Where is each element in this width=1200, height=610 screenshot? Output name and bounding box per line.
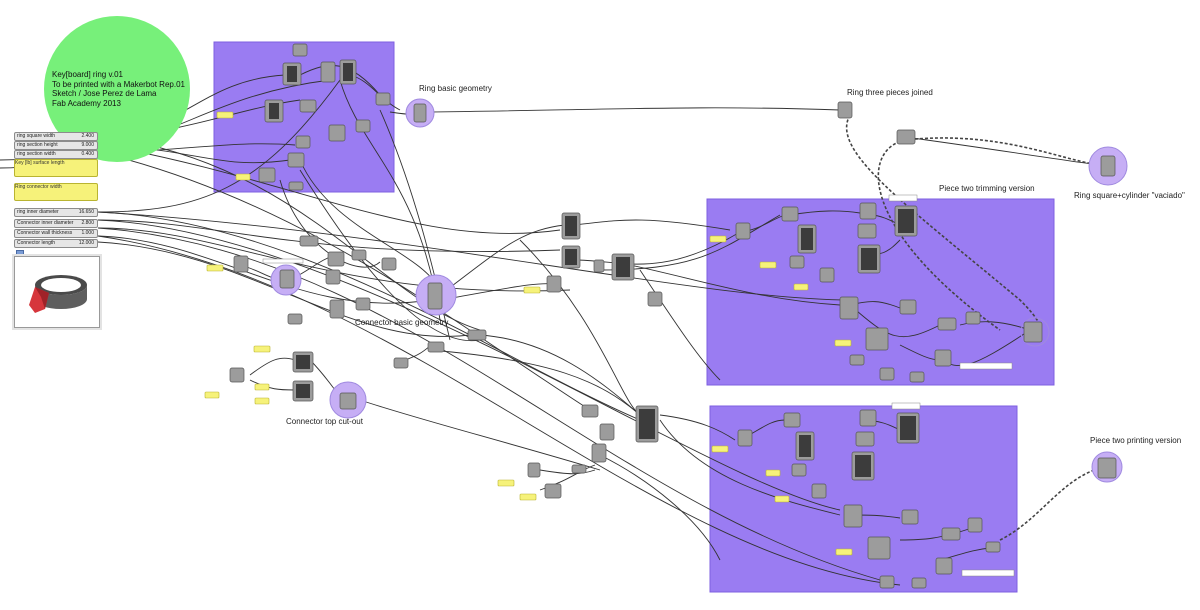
- number-panels[interactable]: [204, 111, 853, 556]
- slider-name: ring section height: [17, 142, 58, 148]
- label-connector-top: Connector top cut-out: [286, 417, 363, 426]
- panel-text: Ring connector width: [15, 184, 62, 190]
- slider-name: Connector length: [17, 240, 56, 246]
- note-line: To be printed with a Makerbot Rep.01: [52, 79, 185, 89]
- label-ring-three: Ring three pieces joined: [847, 88, 933, 97]
- slider-name: ring section width: [17, 151, 56, 157]
- note-text: Key[board] ring v.01 To be printed with …: [52, 70, 185, 108]
- label-connector-basic: Connector basic geometry: [355, 318, 449, 327]
- component-cores: [269, 63, 916, 477]
- slider-ring-square-width[interactable]: ring square width 2.400: [14, 132, 98, 141]
- slider-connector-wall-thickness[interactable]: Connector wall thickness 1.000: [14, 229, 98, 238]
- note-line: Sketch / Jose Perez de Lama: [52, 89, 157, 98]
- slider-value: 0.400: [81, 151, 94, 157]
- slider-value: 2.800: [81, 220, 94, 226]
- slider-value: 9.000: [81, 142, 94, 148]
- label-piece-print: Piece two printing version: [1090, 436, 1182, 445]
- slider-value: 1.000: [81, 230, 94, 236]
- slider-connector-inner-diameter[interactable]: Connector inner diameter 2.800: [14, 219, 98, 228]
- slider-ring-section-width[interactable]: ring section width 0.400: [14, 150, 98, 159]
- ring-preview[interactable]: [14, 256, 100, 328]
- slider-name: ring square width: [17, 133, 56, 139]
- slider-value: 16.650: [78, 209, 94, 215]
- panel-key-surface[interactable]: Key [lb] surface length: [14, 159, 98, 177]
- note-line: Fab Academy 2013: [52, 98, 121, 108]
- slider-value: 2.400: [81, 133, 94, 139]
- slider-name: Connector wall thickness: [17, 230, 73, 236]
- slider-name: Connector inner diameter: [17, 220, 74, 226]
- slider-value: 12.000: [78, 240, 94, 246]
- panel-text: Key [lb] surface length: [15, 160, 65, 166]
- panel-ring-connector[interactable]: Ring connector width: [14, 183, 98, 201]
- label-ring-square: Ring square+cylinder "vaciado": [1074, 191, 1185, 200]
- slider-name: ring inner diameter: [17, 209, 59, 215]
- wires: [0, 65, 1101, 586]
- slider-connector-length[interactable]: Connector length 12.000: [14, 239, 98, 248]
- slider-ring-section-height[interactable]: ring section height 9.000: [14, 141, 98, 150]
- group-piece-trim[interactable]: [706, 198, 1055, 386]
- slider-ring-inner-diameter[interactable]: ring inner diameter 16.650: [14, 208, 98, 217]
- note-line: Key[board] ring v.01: [52, 70, 124, 79]
- group-ring-basic[interactable]: [213, 41, 395, 193]
- label-ring-basic: Ring basic geometry: [419, 84, 492, 93]
- group-tag-labels: [262, 194, 1015, 577]
- label-piece-trim: Piece two trimming version: [939, 184, 1035, 193]
- ring-preview-image: [29, 275, 87, 313]
